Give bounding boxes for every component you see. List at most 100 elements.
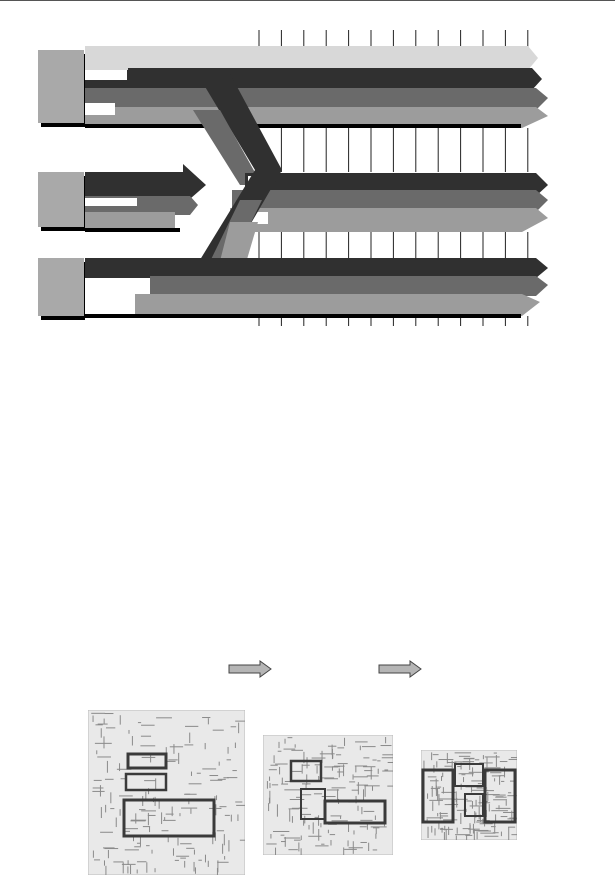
chip-trace <box>366 775 379 777</box>
chip-trace <box>320 823 322 828</box>
chip-trace <box>119 795 133 797</box>
chip-trace <box>196 772 201 774</box>
top-white-notch <box>85 70 127 80</box>
chip-trace <box>431 786 433 797</box>
chip-trace <box>474 759 480 761</box>
chip-trace <box>145 791 147 800</box>
chip-trace <box>338 768 340 778</box>
chip-trace <box>125 830 130 832</box>
chip-trace <box>268 803 270 812</box>
chip-trace <box>473 829 489 831</box>
chip-trace <box>305 783 307 789</box>
chip-trace <box>439 812 448 814</box>
chip-trace <box>235 720 245 722</box>
chip-trace <box>318 829 320 841</box>
chip-trace <box>491 810 508 812</box>
chip-trace <box>511 810 513 823</box>
chip-trace <box>144 780 156 782</box>
chip-trace <box>351 789 359 791</box>
chip-trace <box>331 820 348 822</box>
chip-trace <box>100 728 102 738</box>
chip-trace <box>223 777 229 779</box>
chip-trace <box>316 765 318 774</box>
chip-trace <box>102 847 115 849</box>
chip-trace <box>461 774 466 776</box>
chip-trace <box>471 786 473 793</box>
chip-trace <box>482 818 484 824</box>
chip-trace <box>471 780 486 782</box>
chip3-block-d <box>483 768 517 824</box>
chip-trace <box>491 775 501 777</box>
chip-trace <box>488 804 490 812</box>
chip-trace <box>92 850 94 858</box>
chip-trace <box>484 756 500 758</box>
chip-trace <box>321 843 325 845</box>
chip-trace <box>94 859 101 861</box>
chip-trace <box>454 752 472 754</box>
chip-trace <box>204 854 206 863</box>
chip2-block-a <box>289 759 323 783</box>
chip-trace <box>266 843 277 845</box>
chip-trace <box>479 762 493 764</box>
chip-trace <box>269 776 271 781</box>
chip-trace <box>193 849 195 855</box>
chip-trace <box>217 778 226 780</box>
process-arrow-icon-1 <box>228 660 272 678</box>
chip-trace <box>438 759 454 761</box>
chip-trace <box>359 826 367 828</box>
chip-trace <box>158 800 160 809</box>
chip-trace <box>499 761 508 763</box>
chip-trace <box>119 715 121 725</box>
chip-trace <box>435 785 437 797</box>
chip-trace <box>141 724 155 726</box>
chip-trace <box>266 781 268 789</box>
chip-trace <box>110 808 115 810</box>
chip-trace <box>432 754 439 756</box>
chip-trace <box>367 775 372 777</box>
chip-trace <box>147 814 156 816</box>
chip-trace <box>318 775 320 782</box>
chip1-block-c <box>122 798 216 838</box>
chip-trace <box>301 764 310 766</box>
chip-trace <box>479 823 493 825</box>
chip-trace <box>508 826 516 828</box>
chip-trace <box>331 787 346 789</box>
chip-trace <box>443 831 445 840</box>
chip-trace <box>291 816 293 823</box>
process-arrow-icon-2 <box>378 660 422 678</box>
chip-trace <box>135 813 137 824</box>
chip-trace <box>92 715 94 722</box>
bottom-dark-band-arrow <box>85 258 548 278</box>
chip-trace <box>216 867 218 875</box>
chip-trace <box>130 819 147 821</box>
chip-trace <box>455 835 457 840</box>
chip-trace <box>504 766 506 778</box>
chip-trace <box>218 761 220 766</box>
chip-trace <box>104 778 114 780</box>
chip-trace <box>224 814 230 816</box>
chip-trace <box>207 860 209 867</box>
chip-trace <box>185 793 191 795</box>
chip-trace <box>343 764 345 777</box>
chip-trace <box>492 794 506 796</box>
chip-trace <box>115 817 117 828</box>
chip-trace <box>442 772 444 778</box>
chip-trace <box>343 847 345 855</box>
chip-trace <box>465 808 467 812</box>
chip-trace <box>137 722 142 724</box>
chip-trace <box>478 830 491 832</box>
chip-trace <box>230 726 237 728</box>
chip-trace <box>493 752 497 754</box>
chip-trace <box>456 809 465 811</box>
chip-trace <box>136 861 147 863</box>
chip-trace <box>105 727 116 729</box>
chip-trace <box>374 815 376 820</box>
chip-trace <box>163 819 176 821</box>
chip-trace <box>215 804 217 816</box>
chip-trace <box>180 857 186 859</box>
chip-trace <box>186 847 195 849</box>
chip-trace <box>198 859 202 861</box>
chip-trace <box>291 807 308 809</box>
medium-chip-image <box>263 735 393 855</box>
chip-trace <box>96 750 98 755</box>
